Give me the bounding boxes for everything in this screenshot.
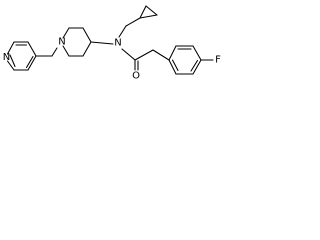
bond-phenyl-c1-c2	[168, 45, 177, 61]
bond-pyridine-n-c2	[6, 41, 15, 55]
bond-piperidine-amide-n	[90, 41, 114, 45]
bond-piperidine-n-c2	[62, 27, 70, 39]
bond-carbonyl-methylene	[134, 49, 154, 61]
diagram-background	[0, 0, 230, 95]
bond-cyclopropyl-1	[139, 5, 147, 19]
bond-methylene-phenyl	[152, 49, 170, 61]
chemical-structure-diagram: N N N O F	[0, 0, 230, 95]
bond-piperidine-c4-c5	[82, 41, 92, 57]
atom-label-fluorine: F	[215, 55, 221, 66]
atom-label-amide-n: N	[114, 38, 121, 49]
bond-phenyl-c3-c4	[192, 45, 202, 61]
bond-pyridine-c3-c4	[27, 41, 37, 57]
atom-label-piperidine-n: N	[58, 37, 65, 48]
bond-methylene-piperidine-n	[51, 47, 58, 57]
atom-label-pyridine-n: N	[3, 52, 10, 63]
bond-lines	[6, 5, 214, 75]
atom-label-carbonyl-o: O	[132, 71, 140, 82]
bond-pyridine-double-2	[25, 55, 34, 69]
bond-phenyl-c6-c1	[168, 59, 177, 75]
bond-methylene-cyclopropyl	[125, 17, 141, 27]
bond-pyridine-c4-c5	[27, 55, 37, 71]
bond-amide-n-methylene	[118, 25, 127, 38]
bond-cyclopropyl-2	[145, 5, 158, 16]
bond-piperidine-c6-n	[62, 45, 70, 57]
bond-phenyl-c4-c5	[192, 59, 202, 75]
bond-phenyl-double-3	[171, 59, 179, 72]
bond-piperidine-c3-c4	[82, 27, 92, 43]
bond-phenyl-double-2	[190, 59, 199, 72]
bond-pyridine-double-3	[9, 54, 16, 68]
bond-pyridine-c6-n	[6, 60, 15, 71]
atom-labels: N N N O F	[3, 37, 221, 82]
bond-cyclopropyl-3	[139, 14, 158, 19]
bond-amide-n-carbonyl	[121, 48, 136, 61]
